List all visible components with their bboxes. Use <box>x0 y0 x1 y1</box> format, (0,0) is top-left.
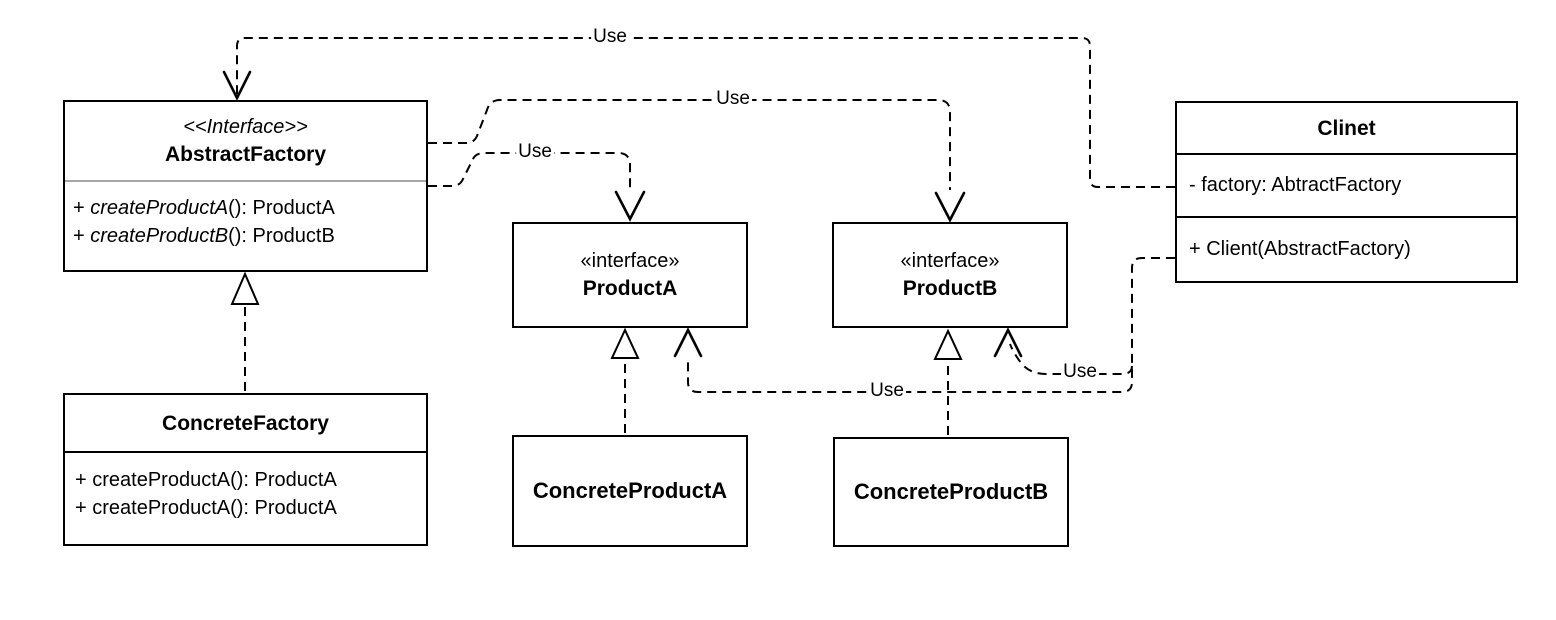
edge-factory-uses-product-b <box>428 99 966 223</box>
open-arrowhead-icon <box>222 70 252 101</box>
hollow-triangle-icon <box>933 328 963 360</box>
edge-client-uses-product-a <box>673 257 1175 393</box>
edge-concrete-product-a-implements-product-a <box>610 327 640 433</box>
class-box-product-a: «interface» ProductA <box>512 222 748 328</box>
class-name: ConcreteProductA <box>532 478 728 503</box>
class-title-compartment: <<Interface>> AbstractFactory <box>65 102 426 182</box>
class-box-product-b: «interface» ProductB <box>832 222 1068 328</box>
class-method: + createProductB(): ProductB <box>73 225 335 247</box>
class-name: ConcreteProductB <box>853 479 1049 504</box>
class-title-compartment: Clinet <box>1177 103 1516 155</box>
open-arrowhead-icon <box>934 191 966 223</box>
edge-label-use: Use <box>591 26 629 49</box>
class-stereotype: «interface» <box>900 250 1000 272</box>
class-methods-compartment: + createProductA(): ProductA + createPro… <box>65 182 426 270</box>
class-name: ConcreteFactory <box>162 411 329 435</box>
open-arrowhead-icon <box>993 327 1023 358</box>
class-methods-compartment: + Client(AbstractFactory) <box>1177 218 1516 281</box>
class-box-abstract-factory: <<Interface>> AbstractFactory + createPr… <box>63 100 428 272</box>
edge-label-use: Use <box>1061 361 1099 384</box>
class-box-client: Clinet - factory: AbtractFactory + Clien… <box>1175 101 1518 283</box>
class-title-compartment: «interface» ProductA <box>514 224 746 326</box>
edge-concrete-product-b-implements-product-b <box>933 328 963 435</box>
class-method: + createProductA(): ProductA <box>75 469 337 491</box>
class-methods-compartment: + createProductA(): ProductA + createPro… <box>65 453 426 544</box>
class-name: ProductB <box>902 277 998 300</box>
edge-client-uses-abstract-factory <box>222 37 1175 188</box>
hollow-triangle-icon <box>230 271 260 305</box>
open-arrowhead-icon <box>673 327 703 358</box>
class-stereotype: <<Interface>> <box>183 116 308 138</box>
hollow-triangle-icon <box>610 327 640 359</box>
class-method: + createProductA(): ProductA <box>73 197 335 219</box>
class-box-concrete-product-b: ConcreteProductB <box>833 437 1069 547</box>
class-name: ProductA <box>582 277 678 300</box>
class-box-concrete-factory: ConcreteFactory + createProductA(): Prod… <box>63 393 428 546</box>
class-box-concrete-product-a: ConcreteProductA <box>512 435 748 547</box>
class-attributes-compartment: - factory: AbtractFactory <box>1177 155 1516 218</box>
class-name: AbstractFactory <box>164 143 327 166</box>
class-method: + Client(AbstractFactory) <box>1189 238 1411 260</box>
edge-client-uses-product-b <box>993 327 1133 375</box>
edge-label-use: Use <box>868 380 906 403</box>
edge-concrete-factory-implements-abstract-factory <box>230 271 260 391</box>
class-title-compartment: «interface» ProductB <box>834 224 1066 326</box>
edge-label-use: Use <box>516 141 554 164</box>
class-attribute: - factory: AbtractFactory <box>1189 174 1402 196</box>
class-name: Clinet <box>1317 116 1376 140</box>
open-arrowhead-icon <box>614 190 646 222</box>
class-method: + createProductA(): ProductA <box>75 497 337 519</box>
edge-factory-uses-product-a <box>428 152 646 222</box>
class-title-compartment: ConcreteFactory <box>65 395 426 453</box>
class-stereotype: «interface» <box>580 250 680 272</box>
edge-label-use: Use <box>714 88 752 111</box>
